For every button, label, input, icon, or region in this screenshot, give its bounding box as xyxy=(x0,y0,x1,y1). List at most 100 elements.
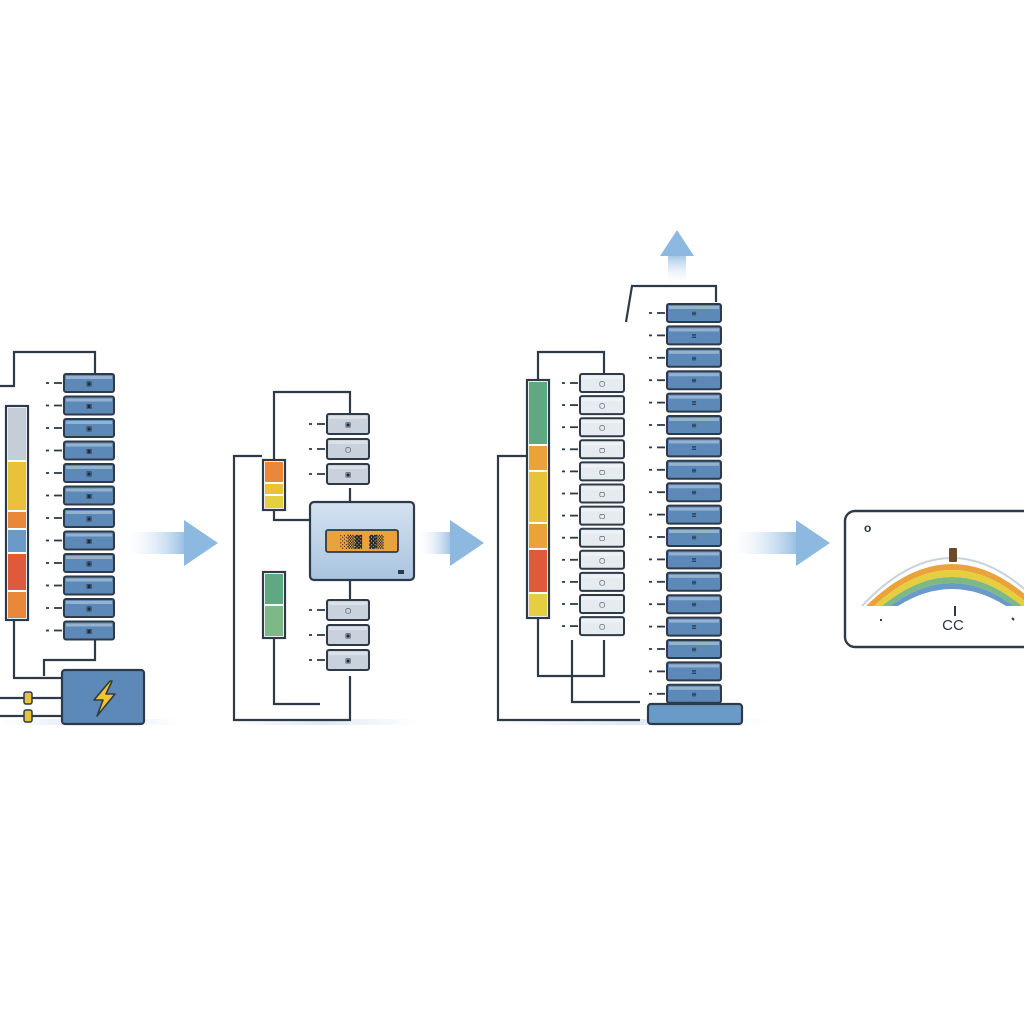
battery-cell: ▣ xyxy=(46,598,115,618)
battery-cell: ▣ xyxy=(46,508,115,528)
battery-cell: ≡ xyxy=(649,370,722,391)
gauge-needle xyxy=(949,548,957,562)
battery-cell: ≡ xyxy=(649,616,722,637)
base-plate xyxy=(646,702,744,726)
cell-glyph: ▣ xyxy=(87,582,92,591)
cell-glyph: ▣ xyxy=(87,604,92,613)
ground-shadow xyxy=(228,719,418,725)
flow-arrow-1 xyxy=(122,520,218,566)
cell-glyph: ▢ xyxy=(600,600,605,609)
cell-glyph: ≡ xyxy=(692,421,697,430)
battery-cell: ▣ xyxy=(309,463,370,485)
connector-terminal xyxy=(23,709,33,723)
cell-glyph: ▣ xyxy=(87,424,92,433)
battery-cell: ▢ xyxy=(309,599,370,621)
battery-bar-small xyxy=(261,570,287,640)
cell-glyph: ≡ xyxy=(692,443,697,452)
battery-cell: ▣ xyxy=(46,463,115,483)
wire xyxy=(272,510,312,522)
cell-glyph: ▣ xyxy=(87,559,92,568)
battery-cell: ≡ xyxy=(649,347,722,368)
cell-glyph: ≡ xyxy=(692,511,697,520)
power-supply-box xyxy=(60,668,146,726)
battery-cell: ▢ xyxy=(562,373,625,393)
battery-cell: ≡ xyxy=(649,549,722,570)
cell-glyph: ≡ xyxy=(692,331,697,340)
cell-glyph: ≡ xyxy=(692,645,697,654)
battery-cell: ≡ xyxy=(649,683,722,704)
battery-cell: ≡ xyxy=(649,392,722,413)
cell-glyph: ▢ xyxy=(600,401,605,410)
battery-cell: ▣ xyxy=(46,553,115,573)
battery-cell: ▣ xyxy=(309,649,370,671)
cell-glyph: ▣ xyxy=(87,537,92,546)
cell-glyph: ▣ xyxy=(346,470,351,479)
cell-glyph: ≡ xyxy=(692,376,697,385)
cell-glyph: ≡ xyxy=(692,466,697,475)
cell-glyph: ▣ xyxy=(346,631,351,640)
cell-glyph: ▢ xyxy=(600,622,605,631)
controller-display-text: ░▒▓ ▓▒ xyxy=(340,534,384,549)
battery-cell: ▣ xyxy=(46,575,115,596)
battery-cell: ≡ xyxy=(649,459,722,480)
controller-display xyxy=(325,529,399,553)
cell-glyph: ▢ xyxy=(600,445,605,454)
wire xyxy=(272,638,320,706)
cell-stack-top: ▣▢▣ xyxy=(309,413,370,485)
cell-glyph: ▣ xyxy=(87,492,92,501)
cell-glyph: ≡ xyxy=(692,623,697,632)
battery-cell: ≡ xyxy=(649,325,722,346)
cell-glyph: ≡ xyxy=(692,399,697,408)
cell-glyph: ▢ xyxy=(600,490,605,499)
cell-glyph: ≡ xyxy=(692,533,697,542)
cell-stack-bottom: ▢ ▣ ▣ xyxy=(309,599,370,671)
battery-cell: ▢ xyxy=(562,594,625,614)
cell-glyph: ▣ xyxy=(346,420,351,429)
battery-cell: ▢ xyxy=(562,483,625,504)
battery-cell: ▣ xyxy=(46,395,115,416)
power-bolt-icon xyxy=(93,680,116,717)
cell-glyph: ▣ xyxy=(87,402,92,411)
battery-cell: ▣ xyxy=(46,620,115,641)
cell-glyph: ▢ xyxy=(600,512,605,521)
wire xyxy=(0,350,97,388)
status-led xyxy=(398,570,404,574)
wire xyxy=(232,454,352,722)
wire xyxy=(570,640,640,704)
battery-bar xyxy=(525,378,551,620)
battery-cell: ▣ xyxy=(46,373,115,393)
connector-terminal xyxy=(23,691,33,705)
battery-cell: ≡ xyxy=(649,437,722,458)
tall-cell-tower: ≡≡≡≡≡≡≡≡≡≡≡≡≡≡≡≡≡≡ xyxy=(649,303,722,704)
stage-3-storage-tower: ▢▢▢▢▢▢▢▢▢▢▢▢ ≡≡≡≡≡≡≡≡≡≡≡≡≡≡≡≡≡≡ xyxy=(490,230,770,726)
battery-cell: ≡ xyxy=(649,303,722,323)
wire xyxy=(536,350,606,380)
cell-glyph: ▣ xyxy=(87,627,92,636)
cell-glyph: ▣ xyxy=(87,469,92,478)
cell-glyph: ▢ xyxy=(600,379,605,388)
cell-glyph: ▢ xyxy=(346,606,351,615)
cell-glyph: ▣ xyxy=(346,656,351,665)
battery-cell: ▣ xyxy=(46,418,115,438)
battery-bar xyxy=(4,404,30,622)
cell-glyph: ▣ xyxy=(87,379,92,388)
flow-arrow-3 xyxy=(726,520,830,566)
ground-shadow xyxy=(490,719,770,725)
battery-cell: ▣ xyxy=(309,413,370,435)
gauge-tick xyxy=(1011,617,1015,621)
wire xyxy=(272,390,352,460)
cell-glyph: ≡ xyxy=(692,309,697,318)
wire xyxy=(12,618,62,680)
battery-cell: ▣ xyxy=(46,530,115,551)
battery-cell: ▢ xyxy=(562,395,625,416)
battery-cell: ▢ xyxy=(562,616,625,637)
battery-cell: ▢ xyxy=(562,549,625,570)
battery-cell: ▢ xyxy=(562,417,625,438)
cell-glyph: ▢ xyxy=(600,534,605,543)
battery-cell: ▣ xyxy=(309,624,370,646)
stage-2-controller: ▣▢▣ ▢ ▣ ▣ ░▒▓ ▓▒ xyxy=(228,390,418,725)
gauge-arcs xyxy=(861,548,1024,607)
battery-cell: ▢ xyxy=(562,461,625,482)
battery-cell: ≡ xyxy=(649,661,722,682)
stage-1-battery-bank: ▣▣▣▣▣▣▣▣▣▣▣▣ xyxy=(0,350,180,726)
